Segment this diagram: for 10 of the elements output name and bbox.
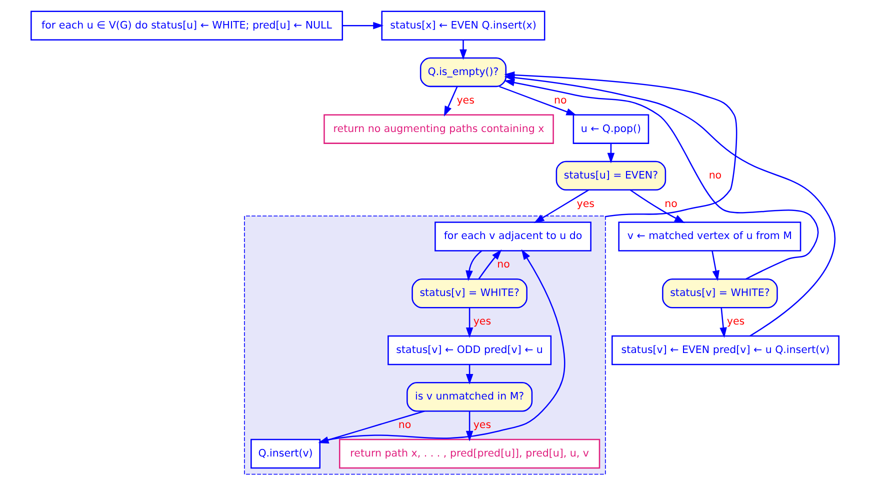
edge-label: yes bbox=[473, 316, 492, 328]
edge-label: yes bbox=[456, 94, 474, 106]
edge-label: no bbox=[497, 258, 510, 271]
edge-label: yes bbox=[576, 198, 595, 210]
edge-label: yes bbox=[726, 316, 745, 328]
edge-label: yes bbox=[473, 418, 492, 431]
edge-label: no bbox=[664, 198, 678, 210]
edge-label: no bbox=[708, 169, 722, 182]
edge-label: no bbox=[554, 94, 567, 106]
edge-label: no bbox=[398, 418, 412, 431]
